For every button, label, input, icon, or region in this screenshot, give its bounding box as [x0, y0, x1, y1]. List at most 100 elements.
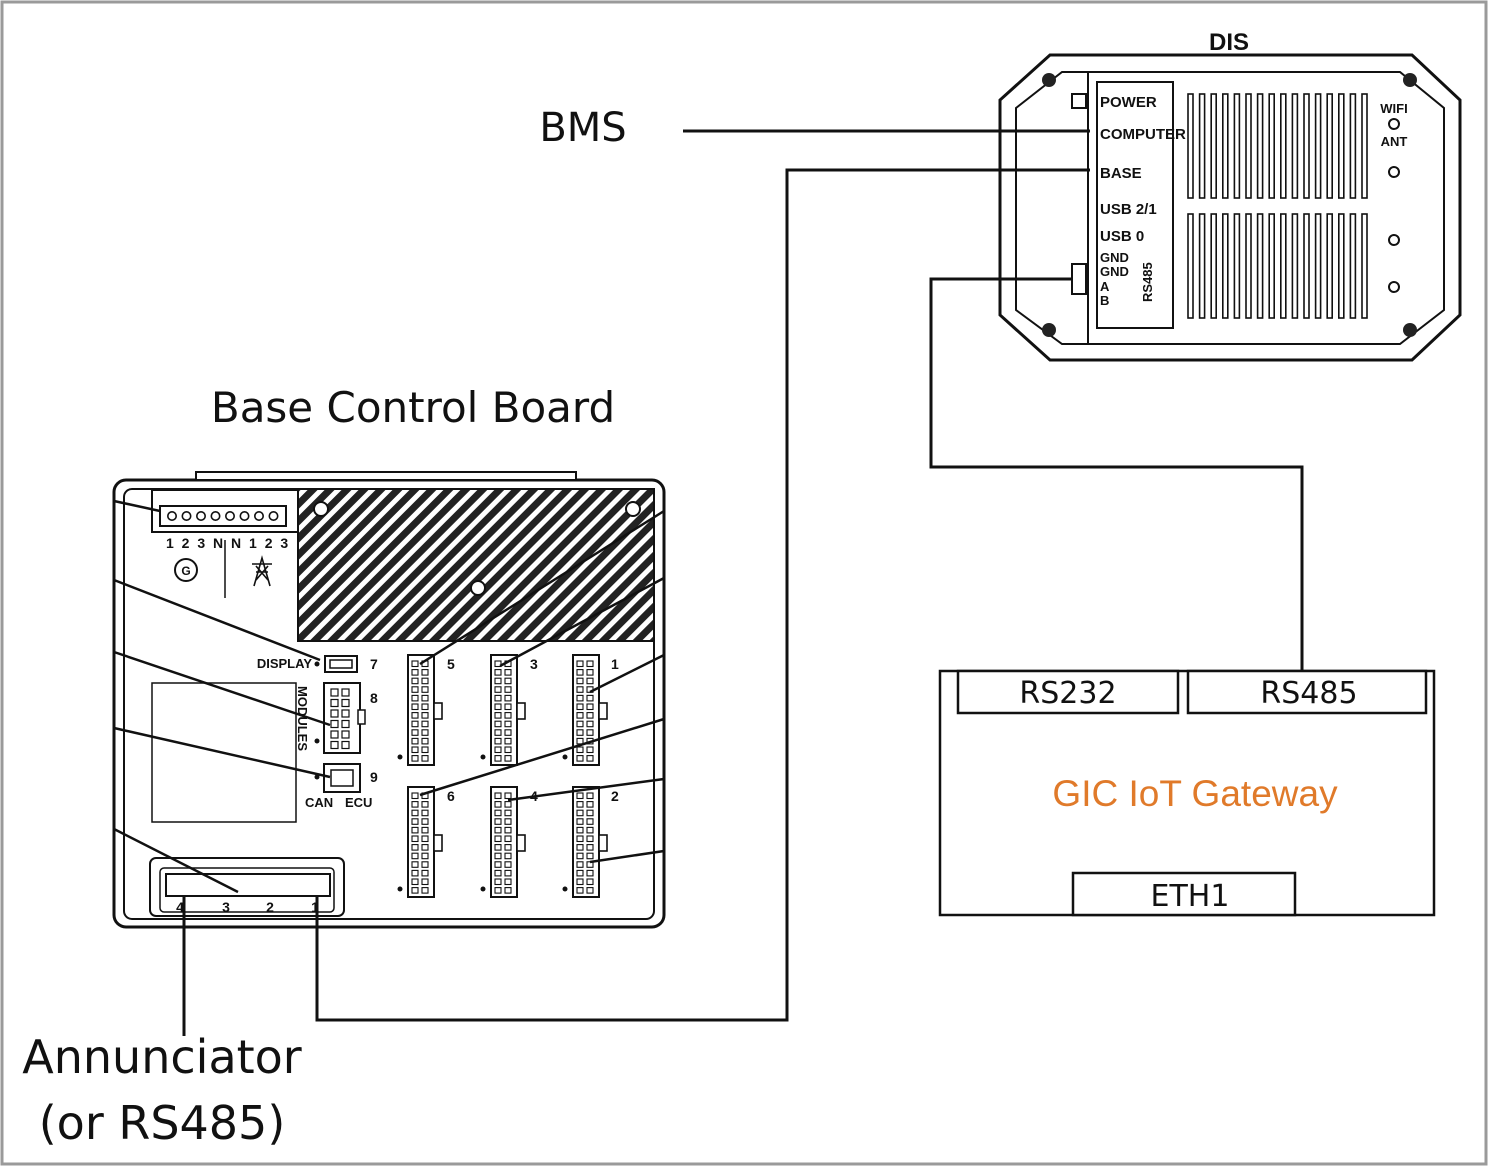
vent-slot	[1210, 93, 1217, 199]
modules-port-latch	[357, 709, 366, 725]
io-connector-pin	[421, 712, 429, 719]
indicator-led	[1388, 234, 1400, 246]
vent-slot	[1256, 93, 1264, 199]
vent-slot	[1303, 213, 1310, 319]
mounting-hole	[625, 501, 641, 517]
io-connector-pin	[504, 694, 512, 702]
io-connector-pin	[576, 801, 584, 808]
io-connector-pin	[504, 686, 512, 693]
io-connector-pin	[411, 844, 419, 851]
wifi-label: WIFI	[1380, 101, 1407, 116]
io-connector-latch	[516, 834, 526, 852]
io-connector-pin	[586, 835, 594, 843]
io-connector-pin	[421, 694, 429, 702]
io-connector-pin	[504, 737, 512, 745]
indicator-led	[1388, 281, 1400, 293]
vent-slot	[1245, 213, 1252, 319]
io-connector-pin	[421, 869, 429, 877]
io-connector-pin	[411, 720, 419, 728]
vent-slot	[1233, 93, 1241, 199]
modules-port-pins	[330, 688, 350, 750]
vent-slot	[1222, 93, 1229, 199]
screw-hole	[1042, 73, 1056, 87]
io-connector-pin	[494, 801, 502, 808]
port3-label: 3	[530, 656, 538, 672]
io-connector-pin	[411, 887, 419, 894]
io-connector-pin	[421, 677, 429, 685]
io-connector-pin	[421, 809, 429, 817]
port-power-label: POWER	[1100, 94, 1157, 111]
rs232-port-label: RS232	[1019, 676, 1116, 711]
port5-label: 5	[447, 656, 455, 672]
dis-title: DIS	[1209, 29, 1249, 56]
io-connector-pin	[494, 887, 502, 894]
gic-iot-gateway: RS232 RS485 GIC IoT Gateway ETH1	[938, 669, 1436, 917]
io-connector-pin	[504, 869, 512, 877]
io-connector-pin	[576, 809, 584, 817]
io-connector-pin	[494, 703, 502, 711]
connector-pin	[341, 688, 350, 697]
io-connector-pin	[421, 844, 429, 851]
io-connector-latch	[598, 702, 608, 720]
port7-label: 7	[370, 656, 378, 672]
ann-pin4-label: 4	[176, 899, 184, 915]
io-connector-pin	[494, 729, 502, 736]
io-connector-pin	[411, 852, 419, 860]
io-connector-pin	[504, 720, 512, 728]
io-connector-pin	[494, 878, 502, 886]
annunciator-connector-rim	[159, 867, 335, 913]
port-usb21-label: USB 2/1	[1100, 201, 1157, 218]
pin1-marker	[397, 886, 403, 892]
terminal-pin	[268, 510, 279, 521]
io-connector-pin	[494, 826, 502, 834]
can-ecu-port	[323, 763, 361, 793]
io-connector-pin	[411, 712, 419, 719]
base-board-title: Base Control Board	[211, 383, 615, 432]
vent-slot	[1326, 213, 1333, 319]
io-connector-pin	[494, 746, 502, 754]
io-connector-pin	[411, 686, 419, 693]
vent-slot	[1338, 213, 1345, 319]
port8-label: 8	[370, 690, 378, 706]
connector-pin	[341, 719, 350, 729]
io-connector-pin	[504, 818, 512, 825]
io-connector-pin	[586, 818, 594, 825]
vent-slot	[1198, 213, 1206, 319]
io-connector-pin	[494, 809, 502, 817]
vent-slot	[1338, 93, 1345, 199]
vent-slot	[1245, 93, 1252, 199]
vent-slot	[1268, 213, 1275, 319]
base-board-to-dis-base-wire	[315, 168, 1090, 1022]
vent-slot	[1349, 213, 1357, 319]
io-connector-pin	[411, 660, 419, 668]
io-connector-pin	[421, 755, 429, 762]
vent-slot	[1210, 213, 1217, 319]
io-connector-pin	[411, 737, 419, 745]
pin1-marker	[562, 754, 568, 760]
io-connector-pin	[494, 737, 502, 745]
pin1-marker	[480, 754, 486, 760]
vent-slot	[1280, 213, 1287, 319]
io-connector-pin	[504, 835, 512, 843]
generator-icon-letter: G	[181, 564, 190, 578]
io-connector-latch	[433, 834, 443, 852]
can-ecu-port-pins	[330, 769, 354, 787]
io-connector-pin	[411, 677, 419, 685]
dis-module: DIS POWER COMPUTER BASE USB 2/1 USB 0 GN…	[998, 29, 1462, 362]
io-connector-pin	[576, 729, 584, 736]
io-connector-pin	[411, 826, 419, 834]
pin1-marker	[314, 661, 320, 667]
vent-slot	[1268, 93, 1275, 199]
io-connector-pin	[586, 720, 594, 728]
io-connector-pin	[576, 869, 584, 877]
io-connector-pin	[421, 826, 429, 834]
port-computer-label: COMPUTER	[1100, 126, 1186, 143]
io-connector-pin	[504, 746, 512, 754]
port-gnd2-label: GND	[1100, 264, 1129, 279]
io-connector-pin	[576, 677, 584, 685]
io-connector-pin	[411, 755, 419, 762]
io-connector-pin	[576, 835, 584, 843]
ann-pin3-label: 3	[222, 899, 230, 915]
vent-slot	[1326, 93, 1333, 199]
io-connector-pin	[576, 844, 584, 851]
